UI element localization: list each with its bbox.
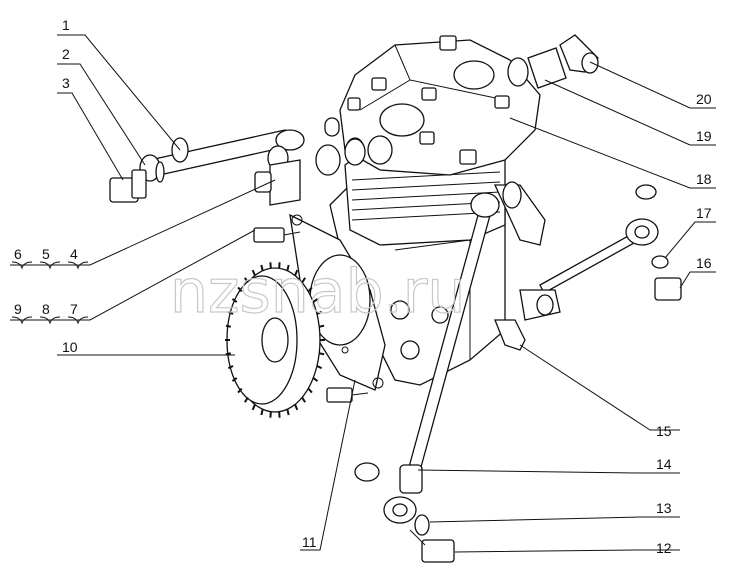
callout-18: 18 xyxy=(696,171,712,187)
callout-1: 1 xyxy=(62,17,70,33)
gear-tooth xyxy=(294,269,299,276)
drive-gear xyxy=(225,262,325,418)
callout-2: 2 xyxy=(62,46,70,62)
gear-tooth xyxy=(231,377,238,382)
callout-5: 5 xyxy=(42,246,50,262)
callout-20: 20 xyxy=(696,91,712,107)
coolant-tube-left xyxy=(109,117,369,403)
callout-9: 9 xyxy=(14,301,22,317)
callout-13: 13 xyxy=(656,500,672,516)
callout-11: 11 xyxy=(302,534,317,550)
leader-lines xyxy=(10,34,716,553)
gear-tooth xyxy=(319,324,325,328)
gear-tooth xyxy=(286,264,290,271)
mounting-flange xyxy=(289,213,386,391)
callout-7: 7 xyxy=(70,301,78,317)
gear-tooth xyxy=(260,409,264,416)
gear-tooth xyxy=(227,310,234,315)
long-oil-pipe xyxy=(354,181,546,563)
gear-tooth xyxy=(237,387,243,394)
gear-tooth xyxy=(319,352,325,356)
gear-tooth xyxy=(244,396,249,403)
callout-10: 10 xyxy=(62,339,78,355)
gear-tooth xyxy=(316,365,323,370)
gear-tooth xyxy=(312,298,319,303)
callout-16: 16 xyxy=(696,255,712,271)
gear-tooth xyxy=(307,286,313,293)
gear-tooth xyxy=(294,404,299,411)
callout-6: 6 xyxy=(14,246,22,262)
gear-tooth xyxy=(251,404,256,411)
gear-tooth xyxy=(260,264,264,271)
callout-12: 12 xyxy=(656,540,672,556)
gear-tooth xyxy=(316,310,323,315)
outlet-fitting-top xyxy=(507,34,599,89)
callout-14: 14 xyxy=(656,456,672,472)
gear-tooth xyxy=(227,365,234,370)
return-pipe-right xyxy=(494,184,682,351)
gear-tooth xyxy=(301,396,306,403)
gear-tooth xyxy=(244,277,249,284)
group-braces xyxy=(11,261,89,325)
watermark-text: nzsnab.ru xyxy=(170,257,465,327)
gear-tooth xyxy=(237,286,243,293)
callout-17: 17 xyxy=(696,205,712,221)
gear-tooth xyxy=(225,324,231,328)
gear-tooth xyxy=(251,269,256,276)
gear-tooth xyxy=(301,277,306,284)
callout-labels: 1 2 3 4 5 6 7 8 9 10 11 12 13 14 15 16 1… xyxy=(14,17,712,556)
callout-15: 15 xyxy=(656,423,672,439)
gear-tooth xyxy=(231,298,238,303)
callout-4: 4 xyxy=(70,246,78,262)
gear-tooth xyxy=(225,352,231,356)
callout-19: 19 xyxy=(696,128,712,144)
callout-8: 8 xyxy=(42,301,50,317)
gear-tooth xyxy=(307,387,313,394)
callout-3: 3 xyxy=(62,75,70,91)
gear-tooth xyxy=(312,377,319,382)
gear-tooth xyxy=(286,409,290,416)
